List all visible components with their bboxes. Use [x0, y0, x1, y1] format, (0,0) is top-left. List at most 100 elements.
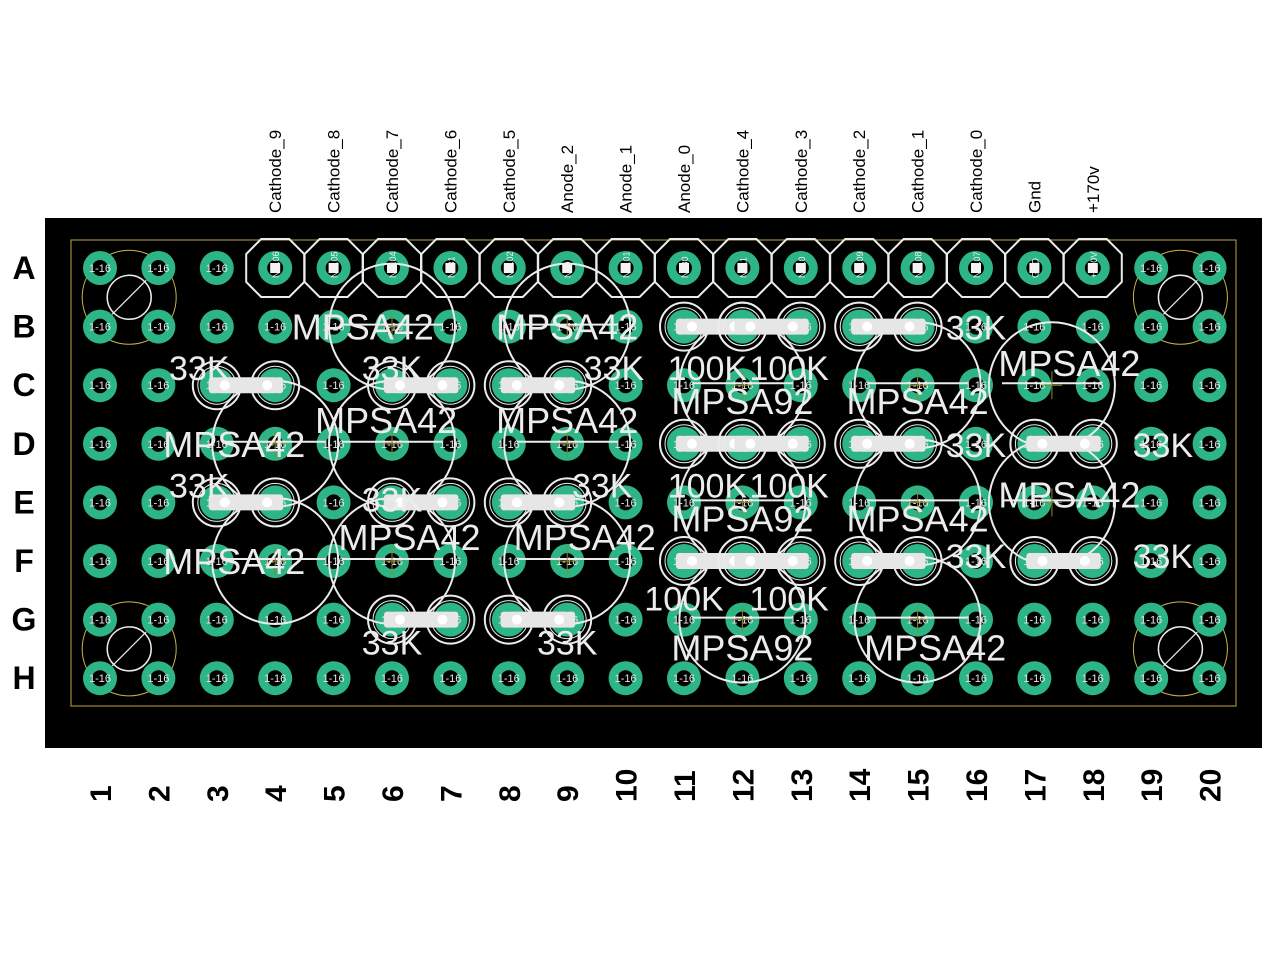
- resistor-lead: [787, 438, 798, 449]
- pad-label: 1-16: [147, 439, 169, 451]
- resistor-lead: [787, 321, 798, 332]
- pad-hole: [1201, 494, 1218, 511]
- header-pin-outline: [420, 238, 481, 298]
- pad-hole: [208, 318, 225, 335]
- pad-label: 1-16: [615, 673, 637, 685]
- pad-hole: [1084, 611, 1101, 628]
- pad-hole: [384, 670, 400, 687]
- pad-label: 1-16: [556, 673, 578, 685]
- header-pin-outline: [946, 238, 1006, 298]
- header-label: Cathode_2: [850, 130, 869, 213]
- pad-hole: [1201, 611, 1218, 628]
- pad-label: 1-16: [965, 615, 987, 627]
- mounting-hole: [1157, 274, 1204, 321]
- pad-hole: [150, 553, 167, 569]
- column-label: 15: [903, 769, 936, 802]
- header-pin-outline: [829, 238, 890, 298]
- resistor-value-label: 100K: [749, 467, 829, 505]
- resistor-lead: [437, 614, 448, 625]
- header-pin-outline: [537, 238, 598, 298]
- pad-label: 1-16: [439, 673, 461, 685]
- transistor-value-label: MPSA42: [847, 498, 989, 539]
- header-label: Cathode_8: [325, 130, 344, 213]
- resistor-value-label: 33K: [362, 350, 423, 388]
- header-pin: [795, 263, 806, 273]
- transistor-value-label: MPSA42: [496, 307, 638, 348]
- pad-hole: [1143, 494, 1160, 511]
- pad-hole: [968, 435, 984, 452]
- mounting-hole-mark: [111, 279, 147, 315]
- header-pin-tag: N$11: [738, 257, 748, 278]
- resistor-value-label: 100K: [749, 581, 829, 619]
- mounting-hole-ring: [1132, 249, 1228, 345]
- pad-label: 1-16: [147, 556, 169, 568]
- pad-label: 1-16: [323, 673, 345, 685]
- resistor-value-label: 33K: [169, 467, 230, 505]
- resistor-lead: [904, 321, 915, 332]
- resistor-value-label: 33K: [946, 538, 1007, 576]
- header-pin: [503, 263, 514, 273]
- pad-label: 1-16: [1199, 322, 1221, 334]
- column-label: 16: [961, 769, 994, 802]
- header-pin-tag: N$108: [914, 251, 924, 278]
- pad-label: 1-16: [1140, 439, 1162, 451]
- pad-label: 1-16: [1199, 615, 1221, 627]
- pad-hole: [325, 377, 342, 394]
- pad-hole: [1084, 318, 1101, 335]
- pad-hole: [1026, 611, 1043, 628]
- row-label: F: [14, 543, 34, 579]
- pad-hole: [559, 670, 576, 687]
- pad-hole: [1143, 670, 1160, 687]
- transistor-value-label: MPSA42: [292, 307, 434, 348]
- resistor-lead: [395, 614, 405, 625]
- column-label: 17: [1019, 769, 1052, 802]
- pad-hole: [1084, 670, 1101, 687]
- board-outline: [70, 239, 1237, 707]
- mounting-hole-mark: [1162, 631, 1198, 667]
- transistor-value-label: MPSA42: [315, 400, 457, 441]
- pad-label: 1-16: [1199, 380, 1221, 392]
- header-pin-outline: [712, 238, 773, 298]
- pad-label: 1-16: [1082, 673, 1104, 685]
- resistor-value-label: 33K: [1133, 427, 1194, 465]
- pad-label: 1-16: [1082, 615, 1104, 627]
- pad-label: 1-16: [1199, 263, 1221, 275]
- header-pin-outline: [1004, 238, 1065, 298]
- pad-label: 1-16: [673, 673, 695, 685]
- pad-hole: [617, 494, 634, 511]
- pad-label: 1-16: [1140, 556, 1162, 568]
- pad-label: 1-16: [439, 322, 461, 334]
- transistor-value-label: MPSA92: [671, 498, 813, 539]
- pad-hole: [325, 494, 342, 511]
- column-label: 1: [85, 785, 118, 802]
- pad-label: 1-16: [790, 673, 812, 685]
- resistor-footprints: [191, 301, 1118, 645]
- column-label: 13: [786, 769, 819, 802]
- pad-label: 1-16: [147, 263, 169, 275]
- pad-hole: [851, 670, 868, 687]
- header-label: Cathode_7: [383, 130, 402, 213]
- pad-hole: [325, 611, 342, 628]
- header-pin: [1087, 263, 1098, 273]
- header-label: Anode_2: [558, 145, 577, 213]
- header-pin-tag: N$9: [563, 261, 573, 278]
- pad-hole: [1084, 377, 1101, 394]
- mounting-holes: [81, 249, 1228, 697]
- header-label: Cathode_3: [792, 130, 811, 213]
- header-pin-tag: N$10: [797, 256, 807, 278]
- pad-hole: [792, 670, 809, 687]
- pad-hole: [325, 670, 342, 687]
- pad-hole: [1201, 670, 1218, 687]
- header-pin: [971, 263, 981, 273]
- header-pin-tag: GND: [1030, 258, 1040, 279]
- pad-label: 1-16: [1199, 673, 1221, 685]
- resistor-lead: [862, 438, 873, 449]
- pad-hole: [1084, 494, 1101, 511]
- pad-label: 1-16: [89, 673, 111, 685]
- header-pin-outline: [1062, 238, 1123, 298]
- pad-label: 1-16: [1082, 322, 1104, 334]
- pad-hole: [1143, 553, 1160, 569]
- transistor-value-label: MPSA42: [163, 424, 305, 465]
- resistor-lead: [745, 438, 756, 449]
